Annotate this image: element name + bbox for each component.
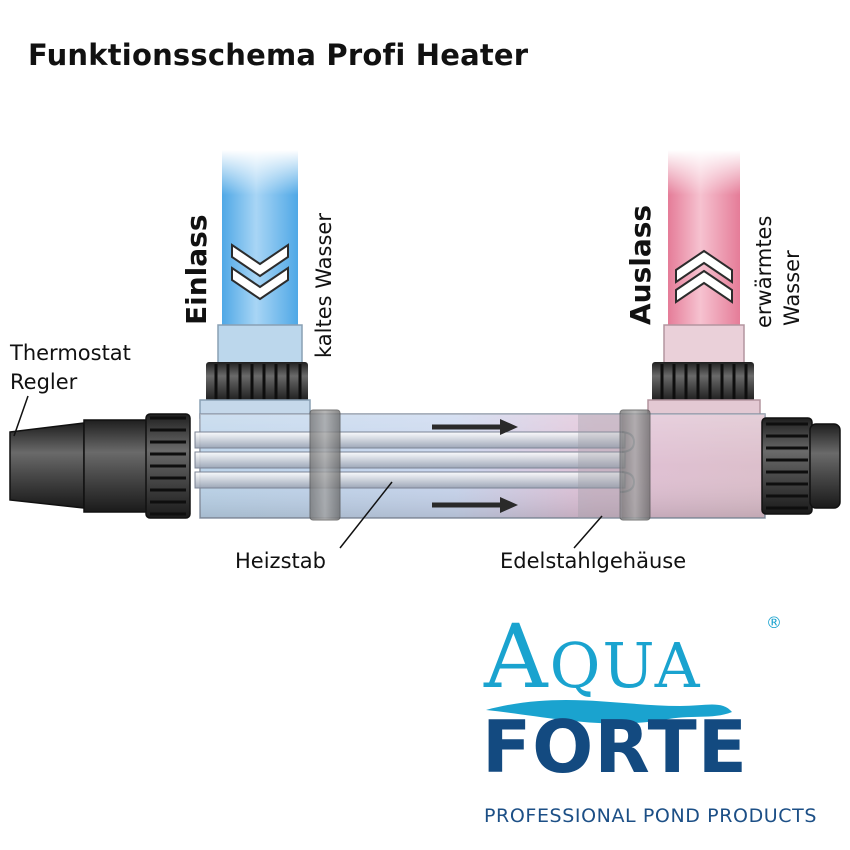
thermostat-label-line1: Thermostat xyxy=(10,341,131,365)
logo-aqua-initial: A xyxy=(484,605,550,708)
logo-aqua-word: AQUA xyxy=(484,605,702,708)
aquaforte-logo: AQUA ® FORTE PROFESSIONAL POND PRODUCTS xyxy=(480,605,830,840)
outflow-chevrons xyxy=(675,249,733,304)
flow-arrow-upper xyxy=(432,419,518,435)
inlet-pipe xyxy=(217,150,303,371)
leader-heater-rod xyxy=(339,481,393,549)
thermostat-regulator xyxy=(9,413,191,519)
heater-rod-label: Heizstab xyxy=(235,549,326,573)
outlet-note-line1: erwärmtes xyxy=(752,215,776,328)
steel-housing xyxy=(578,414,622,518)
logo-wave xyxy=(486,699,732,724)
outlet-note-line2: Wasser xyxy=(780,250,804,326)
logo-tagline: PROFESSIONAL POND PRODUCTS xyxy=(484,805,818,827)
inflow-chevrons xyxy=(231,243,289,301)
heating-rod xyxy=(194,431,636,493)
outlet-title: Auslass xyxy=(624,204,657,325)
housing-label: Edelstahlgehäuse xyxy=(500,549,687,573)
logo-forte-word: FORTE xyxy=(482,705,748,789)
thermostat-label-line2: Regler xyxy=(10,370,78,394)
outlet-union-nut xyxy=(652,362,754,402)
inlet-union-nut xyxy=(206,362,308,402)
end-cap-right xyxy=(761,417,841,515)
diagram-title: Funktionsschema Profi Heater xyxy=(28,38,529,72)
leader-thermostat xyxy=(13,395,29,437)
sleeve-ring-right xyxy=(619,409,651,521)
sleeve-ring-left xyxy=(309,409,341,521)
logo-aqua-rest: QUA xyxy=(549,629,702,702)
flow-arrow-lower xyxy=(432,497,518,513)
leader-housing xyxy=(573,515,603,549)
inlet-title: Einlass xyxy=(180,214,213,325)
logo-registered-mark: ® xyxy=(766,613,782,632)
inlet-note: kaltes Wasser xyxy=(312,213,336,358)
